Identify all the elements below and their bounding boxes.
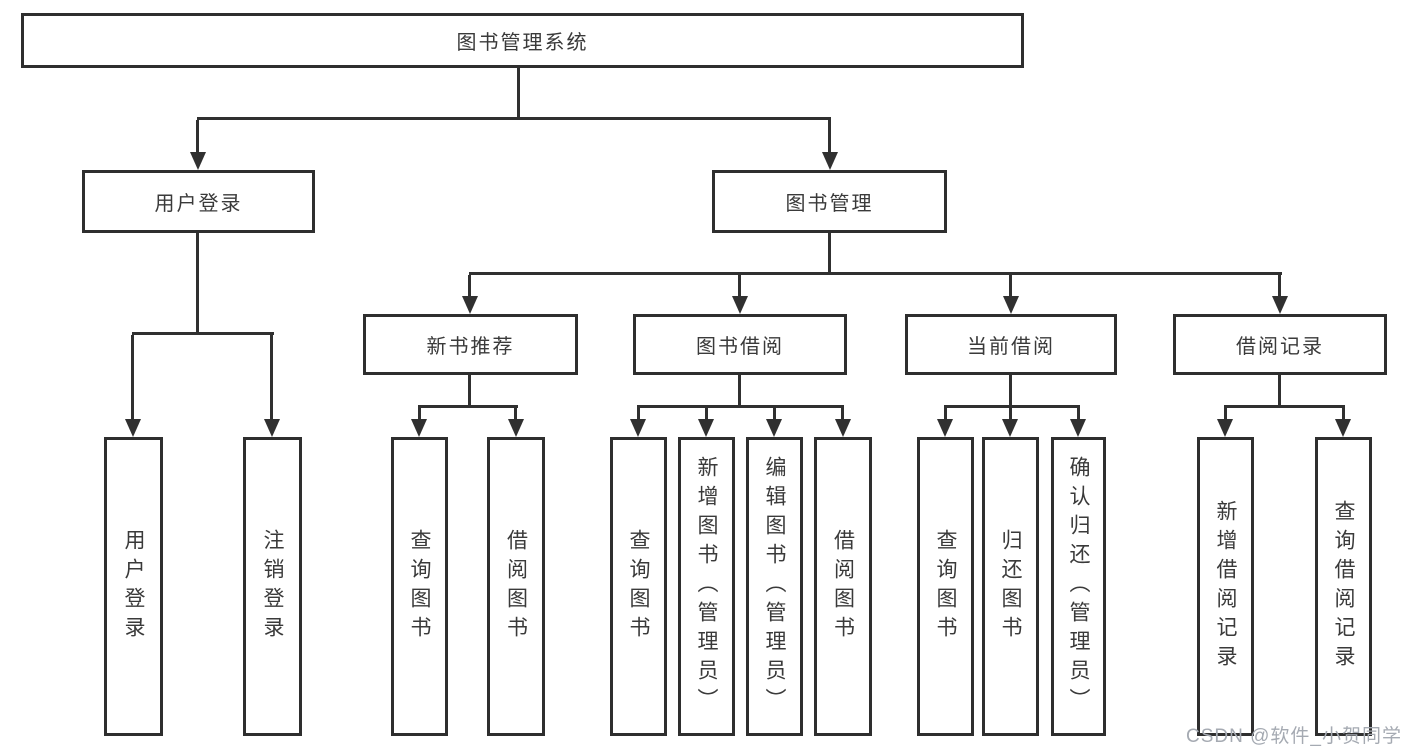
node-leaf-query-books-current: 查询图书 (917, 437, 974, 736)
leaf-label: 用户登录 (122, 528, 145, 645)
arrow-down-icon (462, 296, 478, 314)
arrow-down-icon (937, 419, 953, 437)
node-current-borrowing: 当前借阅 (905, 314, 1117, 375)
node-user-login: 用户登录 (82, 170, 315, 233)
arrow-down-icon (766, 419, 782, 437)
node-book-borrowing: 图书借阅 (633, 314, 847, 375)
connector-book-borrowing-rail (637, 405, 844, 408)
leaf-label: 新增图书（管理员） (695, 456, 718, 717)
connector-leaf-stub (773, 408, 776, 419)
node-leaf-borrow-books-borrowing: 借阅图书 (814, 437, 872, 736)
csdn-watermark: CSDN @软件_小贺同学 (1186, 726, 1402, 747)
arrow-down-icon (732, 296, 748, 314)
node-book-borrowing-label: 图书借阅 (696, 336, 784, 358)
leaf-label: 借阅图书 (504, 528, 528, 645)
node-root-label: 图书管理系统 (456, 32, 589, 54)
connector-leaf-stub (705, 408, 708, 419)
connector-to-borrowing-records (1278, 275, 1281, 296)
node-borrowing-records: 借阅记录 (1173, 314, 1387, 375)
arrow-down-icon (411, 419, 427, 437)
arrow-down-icon (1003, 296, 1019, 314)
connector-to-current-borrowing (1009, 275, 1012, 296)
leaf-label: 查询图书 (934, 528, 957, 645)
leaf-label: 确认归还（管理员） (1067, 456, 1090, 717)
arrow-down-icon (698, 419, 714, 437)
connector-leaf-stub (1342, 408, 1345, 419)
leaf-label: 归还图书 (999, 528, 1022, 645)
arrow-down-icon (190, 152, 206, 170)
connector-new-book-recommend-stem (468, 375, 471, 405)
connector-level2-rail (197, 117, 831, 120)
leaf-label: 查询图书 (627, 528, 650, 645)
leaf-label: 注销登录 (261, 528, 284, 645)
connector-leaf-stub (1224, 408, 1227, 419)
arrow-down-icon (835, 419, 851, 437)
node-leaf-return-book: 归还图书 (982, 437, 1039, 736)
node-borrowing-records-label: 借阅记录 (1236, 336, 1324, 358)
node-user-login-label: 用户登录 (154, 193, 243, 215)
arrow-down-icon (822, 152, 838, 170)
connector-leaf-stub (1009, 408, 1012, 419)
node-leaf-add-book-admin: 新增图书（管理员） (678, 437, 735, 736)
node-leaf-edit-book-admin: 编辑图书（管理员） (746, 437, 803, 736)
connector-book-management-stem (828, 233, 831, 272)
arrow-down-icon (1070, 419, 1086, 437)
arrow-down-icon (264, 419, 280, 437)
node-book-management-label: 图书管理 (785, 193, 874, 215)
leaf-label: 查询图书 (408, 528, 431, 645)
arrow-down-icon (630, 419, 646, 437)
connector-leaf-stub (637, 408, 640, 419)
leaf-label: 编辑图书（管理员） (763, 456, 786, 717)
node-book-management: 图书管理 (712, 170, 947, 233)
connector-current-borrowing-stem (1009, 375, 1012, 405)
node-leaf-user-login: 用户登录 (104, 437, 163, 736)
arrow-down-icon (125, 419, 141, 437)
connector-leaf-stub (944, 408, 947, 419)
connector-to-leaf-logout (270, 335, 273, 419)
node-leaf-borrow-books-recommend: 借阅图书 (487, 437, 545, 736)
connector-to-book-borrowing (738, 275, 741, 296)
arrow-down-icon (1217, 419, 1233, 437)
node-leaf-add-borrow-record: 新增借阅记录 (1197, 437, 1254, 736)
leaf-label: 借阅图书 (831, 528, 855, 645)
connector-borrowing-records-stem (1278, 375, 1281, 405)
node-root: 图书管理系统 (21, 13, 1024, 68)
connector-leaf-stub (418, 408, 421, 419)
arrow-down-icon (508, 419, 524, 437)
node-leaf-logout: 注销登录 (243, 437, 302, 736)
node-leaf-confirm-return-admin: 确认归还（管理员） (1051, 437, 1106, 736)
arrow-down-icon (1272, 296, 1288, 314)
connector-user-login-rail (132, 332, 274, 335)
node-current-borrowing-label: 当前借阅 (967, 336, 1055, 358)
connector-leaf-stub (841, 408, 844, 419)
node-new-book-recommend-label: 新书推荐 (426, 336, 515, 358)
connector-to-new-book-recommend (468, 275, 471, 296)
arrow-down-icon (1002, 419, 1018, 437)
node-leaf-query-books-borrowing: 查询图书 (610, 437, 667, 736)
connector-level3-rail (469, 272, 1282, 275)
connector-current-borrowing-rail (944, 405, 1080, 408)
node-leaf-query-books-recommend: 查询图书 (391, 437, 448, 736)
connector-borrowing-records-rail (1224, 405, 1345, 408)
node-new-book-recommend: 新书推荐 (363, 314, 578, 375)
leaf-label: 新增借阅记录 (1214, 499, 1237, 674)
arrow-down-icon (1335, 419, 1351, 437)
connector-user-login-stem (196, 233, 199, 332)
leaf-label: 查询借阅记录 (1332, 499, 1355, 674)
connector-new-book-recommend-rail (418, 405, 518, 408)
connector-leaf-stub (1077, 408, 1080, 419)
connector-to-book-management (828, 120, 831, 153)
connector-root-stem (517, 68, 520, 117)
connector-leaf-stub (514, 408, 517, 419)
connector-to-user-login (196, 120, 199, 153)
connector-book-borrowing-stem (738, 375, 741, 405)
node-leaf-query-borrow-record: 查询借阅记录 (1315, 437, 1372, 736)
connector-to-leaf-user-login (131, 335, 134, 419)
